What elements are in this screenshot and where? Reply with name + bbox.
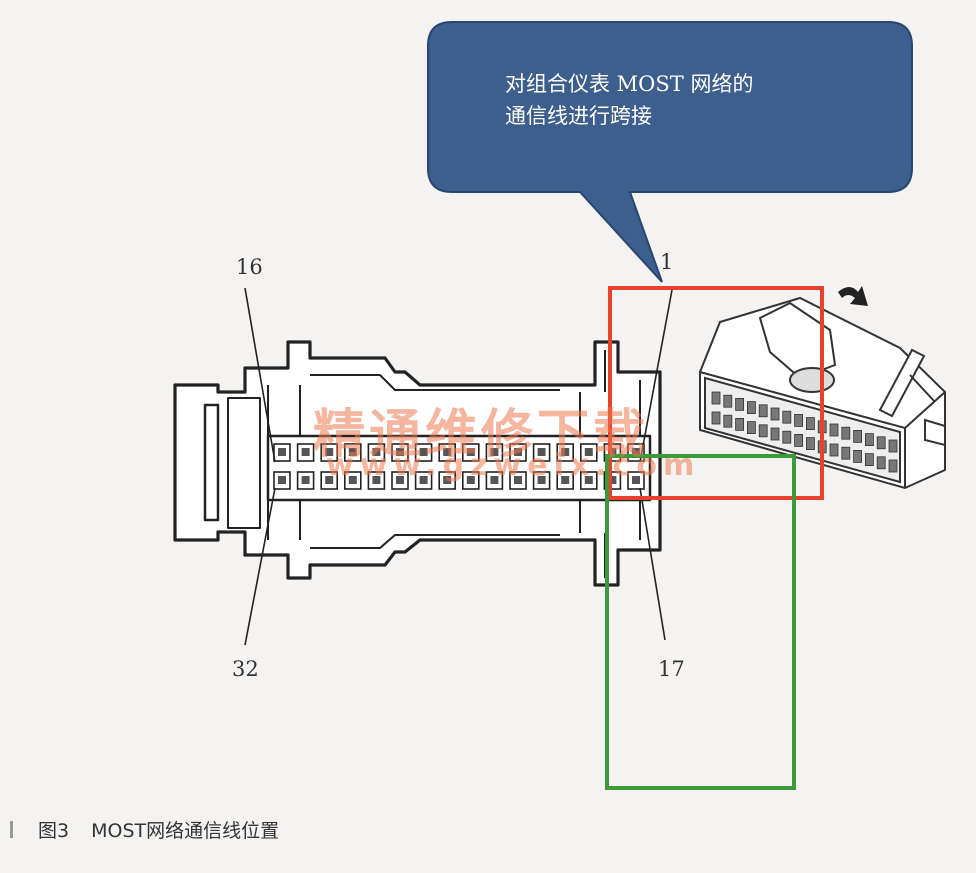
plug-cavity [841,426,851,440]
pin-terminal [348,476,357,484]
pin-terminal [514,448,522,456]
caption-figure-number: 图3 [38,820,70,842]
pin-terminal [466,476,475,484]
leader-line-1 [639,289,673,463]
pin-terminal [514,476,522,484]
plug-cavity [735,397,744,411]
pin-terminal [301,476,310,484]
plug-cavity [723,414,733,428]
pin-terminal [443,476,452,484]
curved-arrow-icon [838,286,868,306]
pin-terminal [443,448,452,456]
pin-terminal [584,448,593,456]
watermark-text: 精通维修下载 [313,405,650,465]
pin-terminal [608,476,617,484]
plug-cavity [794,413,803,427]
pin-terminal [396,476,404,484]
plug-cavity [806,417,815,431]
plug-cavity [782,430,792,444]
pin-terminal [301,448,310,456]
plug-cavity [770,407,780,421]
pin-terminal [325,476,334,484]
plug-cavity [829,443,839,457]
pin-label-32: 32 [232,657,259,681]
plug-cavity [876,456,886,470]
plug-cavities [711,391,898,473]
callout-text: 对组合仪表 MOST 网络的 通信线进行跨接 [505,68,865,132]
pin-terminal [561,476,570,484]
figure-caption: 图3 MOST网络通信线位置 [10,816,279,843]
pin-label-1: 1 [660,250,674,274]
plug-cavity [747,421,756,435]
plug-cavity [806,437,815,451]
caption-bar [10,821,13,838]
pin-terminal [490,476,499,484]
callout-line-1: 对组合仪表 MOST 网络的 [505,72,754,96]
caption-text: MOST网络通信线位置 [91,820,280,842]
pin-terminal [325,448,334,456]
plug-cavity [865,433,874,447]
callout-line-2: 通信线进行跨接 [505,104,652,128]
pin-terminal [608,448,617,456]
plug-cavity [747,401,756,415]
plug-cavity [853,449,862,463]
plug-cavity [853,429,862,443]
plug-cavity [876,436,886,450]
plug-cavity [782,410,792,424]
red-highlight-box [608,286,824,500]
pin-terminal [278,448,286,456]
pin-terminal [396,448,404,456]
pin-label-16: 16 [236,255,263,279]
pin-terminal [632,476,640,484]
pin-terminal [419,476,428,484]
pin-terminal [466,448,475,456]
leader-lines [244,287,673,646]
plug-cavity [723,394,733,408]
plug-cavity [888,439,898,453]
pin-terminal [561,448,570,456]
leader-line-32 [244,487,276,646]
pin-label-17: 17 [658,657,685,681]
speech-callout [427,21,913,283]
pin-terminal [372,448,381,456]
leader-line-16 [244,287,276,463]
plug-cavity [888,459,898,473]
pin-terminal [584,476,593,484]
plug-cavity [711,391,721,405]
plug-cavity [770,427,780,441]
pin-terminal [419,448,428,456]
pin-terminal [348,448,357,456]
plug-cavity [735,417,744,431]
plug-cavity [865,453,874,467]
leader-line-17 [639,487,666,641]
plug-cavity [794,433,803,447]
pin-terminal [372,476,381,484]
plug-cavity [829,423,839,437]
pin-terminal [490,448,499,456]
plug-cavity [841,446,851,460]
pin-terminal [632,448,640,456]
pin-terminal [537,448,546,456]
plug-cavity [711,411,721,425]
plug-cavity [758,404,768,418]
green-highlight-box [605,454,796,790]
plug-cavity [758,424,768,438]
pin-terminal [537,476,546,484]
watermark-url: www.gzweix.com [326,448,701,483]
pin-terminal [278,476,286,484]
